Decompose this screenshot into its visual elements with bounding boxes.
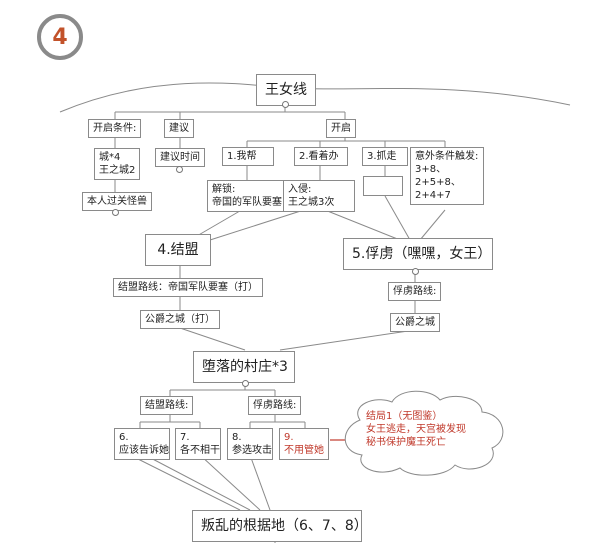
option-3-node: 3.抓走 (362, 147, 408, 166)
captive-city-node: 公爵之城 (390, 313, 440, 332)
boss-connector-dot (112, 209, 119, 216)
condition-value-node: 城*4 王之城2 (94, 148, 141, 180)
boss-node: 本人过关怪兽 (82, 192, 152, 211)
unlock-line-2: 帝国的军队要塞 (212, 197, 282, 208)
suggest-node: 建议 (164, 119, 194, 138)
captive-route-node: 俘虏路线: (388, 282, 442, 301)
final-node: 叛乱的根据地（6、7、8） (192, 510, 368, 542)
extra-condition-line-3: 2+4+7 (415, 190, 451, 201)
condition-value-line-2: 王之城2 (99, 165, 136, 176)
unlock-line-1: 解锁: (212, 184, 236, 195)
ending-line-1: 结局1（无图鉴） (366, 411, 443, 422)
choice-8-number: 8. (232, 432, 242, 443)
choice-9-number: 9. (284, 432, 294, 443)
suggest-time-connector-dot (176, 166, 183, 173)
captive-node: 5.俘虏（嘿嘿，女王） (343, 238, 493, 270)
open-node: 开启 (326, 119, 356, 138)
captive-connector-dot (412, 268, 419, 275)
invade-line-2: 王之城3次 (288, 197, 335, 208)
unlock-node: 解锁: 帝国的军队要塞 (207, 180, 287, 212)
ending-cloud-shape (344, 390, 504, 476)
choice-7-node: 7. 各不相干 (175, 428, 221, 460)
root-connector-dot (282, 101, 289, 108)
choice-7-number: 7. (180, 432, 190, 443)
choice-7-text: 各不相干 (180, 445, 220, 456)
alliance-node: 4.结盟 (145, 234, 211, 266)
choice-9-node: 9. 不用管她 (279, 428, 329, 460)
choice-6-text: 应该告诉她 (119, 445, 169, 456)
ending-note: 结局1（无图鉴） 女王逃走，天宫被发现 秘书保护魔王死亡 (366, 410, 496, 449)
village-alliance-route-node: 结盟路线: (140, 396, 194, 415)
alliance-city-node: 公爵之城（打） (140, 310, 220, 329)
choice-6-number: 6. (119, 432, 129, 443)
alliance-route-node: 结盟路线：帝国军队要塞（打） (113, 278, 263, 297)
extra-condition-line-2: 2+5+8、 (415, 177, 461, 188)
suggest-time-node: 建议时间 (155, 148, 205, 167)
option-1-node: 1.我帮 (222, 147, 274, 166)
choice-8-text: 参选攻击 (232, 445, 272, 456)
step-number-badge: 4 (37, 14, 83, 60)
invade-node: 入侵: 王之城3次 (283, 180, 355, 212)
choice-8-node: 8. 参选攻击 (227, 428, 273, 460)
choice-6-node: 6. 应该告诉她 (114, 428, 170, 460)
condition-value-line-1: 城*4 (99, 152, 121, 163)
choice-9-text: 不用管她 (284, 445, 324, 456)
extra-condition-title: 意外条件触发: (415, 151, 479, 162)
open-conditions-node: 开启条件: (88, 119, 142, 138)
village-captive-route-node: 俘虏路线: (248, 396, 302, 415)
ending-line-2: 女王逃走，天宫被发现 (366, 424, 466, 435)
village-node: 堕落的村庄*3 (193, 351, 295, 383)
root-node: 王女线 (256, 74, 316, 106)
option-2-node: 2.看着办 (294, 147, 348, 166)
extra-condition-line-1: 3+8、 (415, 164, 447, 175)
ending-line-3: 秘书保护魔王死亡 (366, 437, 446, 448)
invade-line-1: 入侵: (288, 184, 312, 195)
extra-condition-node: 意外条件触发: 3+8、 2+5+8、 2+4+7 (410, 147, 484, 205)
village-connector-dot (242, 380, 249, 387)
option-3-empty-node (363, 176, 403, 196)
